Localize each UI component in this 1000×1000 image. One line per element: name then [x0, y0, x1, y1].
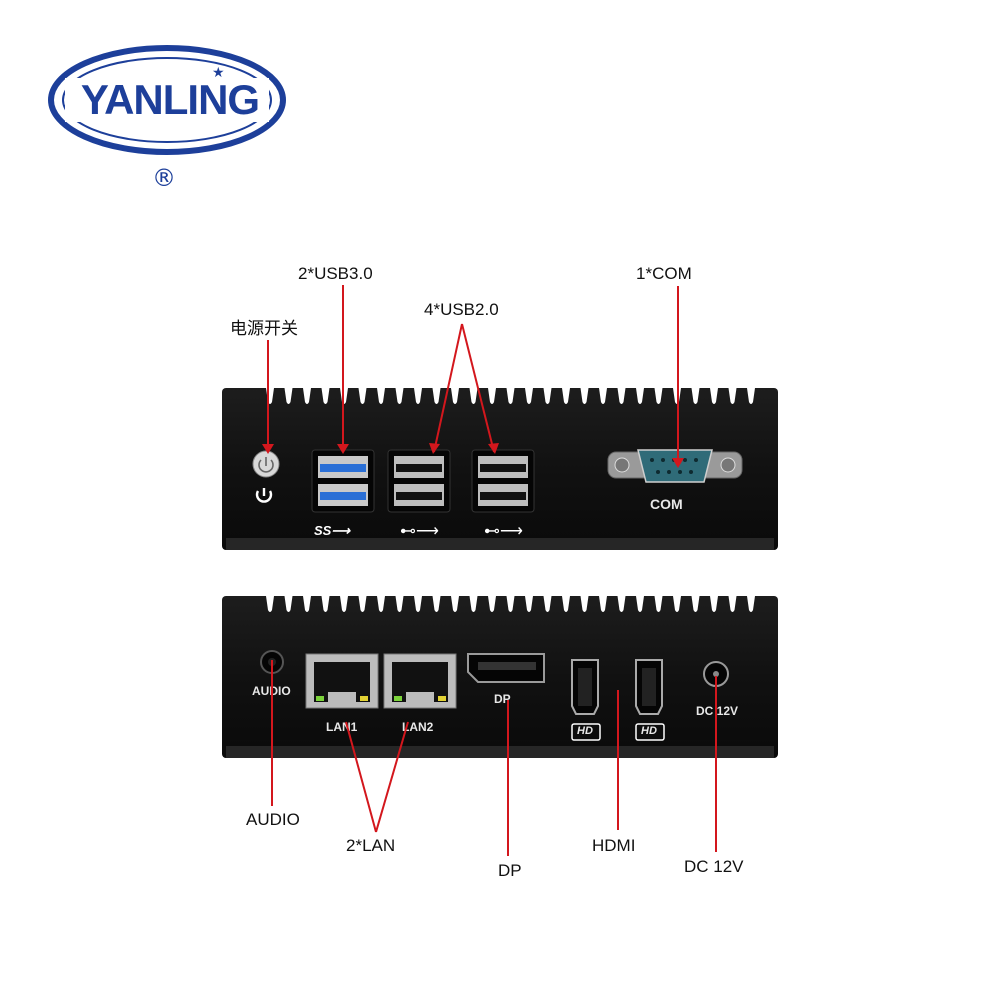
fin-notch	[266, 596, 274, 612]
power-icon	[255, 488, 273, 503]
fin-notch	[377, 388, 385, 404]
fin-notch	[710, 596, 718, 612]
fin-notch	[525, 388, 533, 404]
fin-notch	[636, 596, 644, 612]
fin-notch	[599, 388, 607, 404]
fin-notch	[321, 596, 330, 612]
hd-badge-right-icon	[635, 723, 665, 741]
usb3-ports	[311, 449, 375, 513]
fin-notch	[747, 388, 755, 404]
fin-notch	[488, 388, 496, 404]
usb-icon-right: ⊷⟶	[484, 523, 523, 540]
fin-notch	[488, 596, 496, 612]
fin-notch	[654, 596, 663, 612]
fin-notch	[580, 596, 589, 612]
fin-notch	[506, 596, 515, 612]
logo-star-icon: ★	[212, 64, 225, 80]
fin-notch	[691, 388, 700, 404]
fin-notch	[469, 596, 478, 612]
fin-notch	[358, 388, 367, 404]
hd-badge-left: HD	[577, 725, 593, 737]
callout-lan: 2*LAN	[346, 836, 396, 855]
callout-dc: DC 12V	[684, 857, 744, 876]
dp-port-label: DP	[494, 692, 511, 706]
callout-power-switch: 电源开关	[230, 319, 298, 338]
fin-notch	[506, 388, 515, 404]
logo-ellipse	[48, 45, 286, 155]
fin-notch	[599, 596, 607, 612]
fin-notch	[321, 388, 330, 404]
fin-notch	[710, 388, 718, 404]
fin-notch	[562, 388, 570, 404]
dc-port-label: DC 12V	[696, 704, 739, 718]
fin-notch	[303, 596, 311, 612]
fin-notch	[395, 596, 404, 612]
com-port-label: COM	[650, 496, 683, 512]
cooling-fins-rear	[266, 596, 755, 612]
fin-notch	[654, 388, 663, 404]
fin-notch	[469, 388, 478, 404]
callout-com: 1*COM	[636, 264, 692, 283]
hdmi-port-right	[635, 659, 663, 715]
logo-text: YANLING	[80, 76, 260, 123]
fin-notch	[617, 388, 626, 404]
brand-logo: YANLING ★	[45, 40, 295, 160]
rear-panel: AUDIO LAN1 LAN2 DP DC 12V HD HD	[222, 596, 778, 762]
fin-notch	[617, 596, 626, 612]
fin-notch	[432, 388, 441, 404]
usb2-ports-right	[471, 449, 535, 513]
fin-notch	[414, 596, 422, 612]
fin-notch	[395, 388, 404, 404]
fin-notch	[358, 596, 367, 612]
lan1-port-label: LAN1	[326, 720, 358, 734]
fin-notch	[525, 596, 533, 612]
fin-notch	[562, 596, 570, 612]
fin-notch	[728, 596, 737, 612]
front-panel: SS⟶ ⊷⟶ ⊷⟶ CO	[222, 388, 778, 554]
callout-hdmi: HDMI	[592, 836, 636, 855]
fin-notch	[451, 388, 459, 404]
registered-mark: ®	[152, 164, 176, 192]
fin-notch	[673, 596, 681, 612]
fin-notch	[303, 388, 311, 404]
usb2-ports-left	[387, 449, 451, 513]
hd-badge-right: HD	[641, 725, 657, 737]
fin-notch	[377, 596, 385, 612]
fin-notch	[340, 596, 348, 612]
fin-notch	[284, 596, 293, 612]
fin-notch	[543, 388, 552, 404]
lan1-port	[305, 653, 379, 709]
fin-notch	[451, 596, 459, 612]
fin-notch	[432, 596, 441, 612]
fin-notch	[747, 596, 755, 612]
fin-notch	[580, 388, 589, 404]
fin-notch	[691, 596, 700, 612]
lan2-port-label: LAN2	[402, 720, 434, 734]
callout-audio: AUDIO	[246, 810, 300, 829]
fin-notch	[284, 388, 293, 404]
fin-notch	[543, 596, 552, 612]
fin-notch	[414, 388, 422, 404]
displayport	[467, 653, 545, 683]
hdmi-port-left	[571, 659, 599, 715]
callout-usb2: 4*USB2.0	[424, 300, 499, 319]
fin-notch	[728, 388, 737, 404]
callout-usb3: 2*USB3.0	[298, 264, 373, 283]
lan2-port	[383, 653, 457, 709]
hd-badge-left-icon	[571, 723, 601, 741]
ss-usb-icon: SS⟶	[314, 523, 351, 538]
fin-notch	[636, 388, 644, 404]
callout-dp: DP	[498, 861, 522, 880]
usb-icon-left: ⊷⟶	[400, 523, 439, 540]
com-port	[607, 449, 743, 483]
